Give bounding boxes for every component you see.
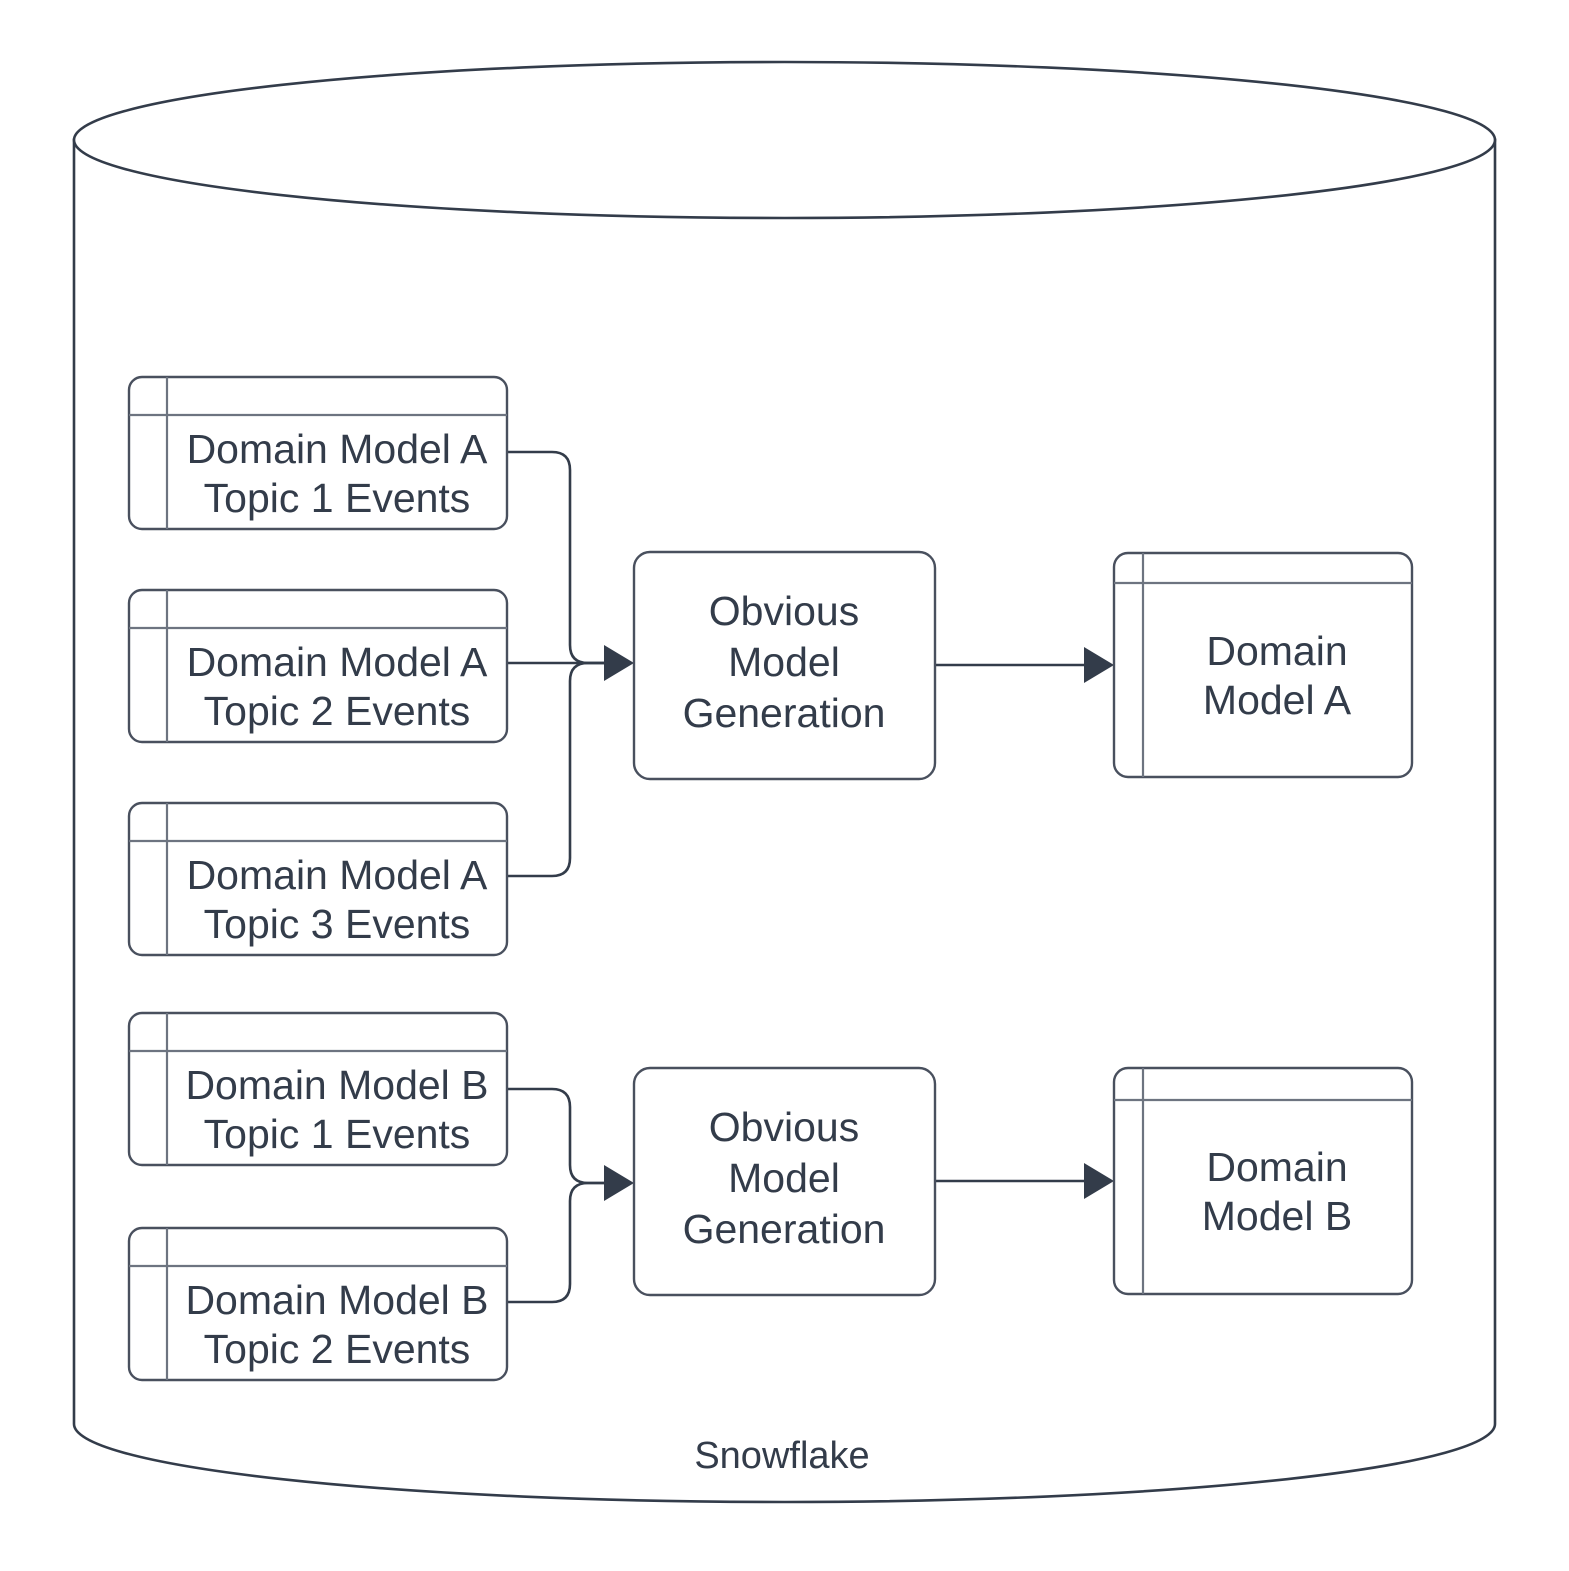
node-source-b1[interactable]: Domain Model B Topic 1 Events <box>127 1011 509 1167</box>
arrowhead-into-process-a <box>604 645 634 681</box>
node-process-b-line3: Generation <box>683 1206 886 1252</box>
node-output-b[interactable]: Domain Model B <box>1112 1066 1414 1296</box>
node-source-b1-line1: Domain Model B <box>185 1062 488 1108</box>
node-process-b-line1: Obvious <box>709 1104 859 1150</box>
node-output-a-frame <box>1112 551 1414 779</box>
arrowhead-into-process-b <box>604 1165 634 1201</box>
node-source-a3-line2: Topic 3 Events <box>204 901 471 947</box>
node-source-a3[interactable]: Domain Model A Topic 3 Events <box>127 801 509 957</box>
node-source-a1[interactable]: Domain Model A Topic 1 Events <box>127 375 509 531</box>
node-output-a-line1: Domain <box>1206 628 1347 674</box>
node-source-b2-line2: Topic 2 Events <box>204 1326 471 1372</box>
node-process-b[interactable]: Obvious Model Generation <box>632 1066 937 1297</box>
node-process-a-frame <box>632 550 937 781</box>
snowflake-container-label: Snowflake <box>694 1435 869 1477</box>
node-process-a-line3: Generation <box>683 690 886 736</box>
arrowhead-into-output-b <box>1084 1163 1114 1199</box>
node-source-a2-line1: Domain Model A <box>187 639 488 685</box>
node-source-a1-line2: Topic 1 Events <box>204 475 471 521</box>
node-process-b-frame <box>632 1066 937 1297</box>
edge-source-b2-to-process-b <box>507 1181 614 1304</box>
edges-flow-b <box>507 1087 1114 1304</box>
edge-source-b1-to-process-b <box>507 1087 614 1185</box>
node-source-a2[interactable]: Domain Model A Topic 2 Events <box>127 588 509 744</box>
node-source-a2-line2: Topic 2 Events <box>204 688 471 734</box>
node-source-a3-line1: Domain Model A <box>187 852 488 898</box>
node-source-b1-line2: Topic 1 Events <box>204 1111 471 1157</box>
node-process-a[interactable]: Obvious Model Generation <box>632 550 937 781</box>
node-output-b-line1: Domain <box>1206 1144 1347 1190</box>
node-source-a1-line1: Domain Model A <box>187 426 488 472</box>
node-output-a[interactable]: Domain Model A <box>1112 551 1414 779</box>
node-output-a-line2: Model A <box>1203 677 1352 723</box>
edges-flow-a <box>507 450 1114 878</box>
node-process-a-line2: Model <box>728 639 840 685</box>
arrowhead-into-output-a <box>1084 647 1114 683</box>
node-output-b-line2: Model B <box>1202 1193 1352 1239</box>
node-output-b-frame <box>1112 1066 1414 1296</box>
edge-source-a3-to-process-a <box>507 661 614 878</box>
cylinder-top-ellipse <box>72 60 1497 220</box>
node-process-b-line2: Model <box>728 1155 840 1201</box>
node-source-b2-line1: Domain Model B <box>185 1277 488 1323</box>
node-process-a-line1: Obvious <box>709 588 859 634</box>
node-source-b2[interactable]: Domain Model B Topic 2 Events <box>127 1226 509 1382</box>
